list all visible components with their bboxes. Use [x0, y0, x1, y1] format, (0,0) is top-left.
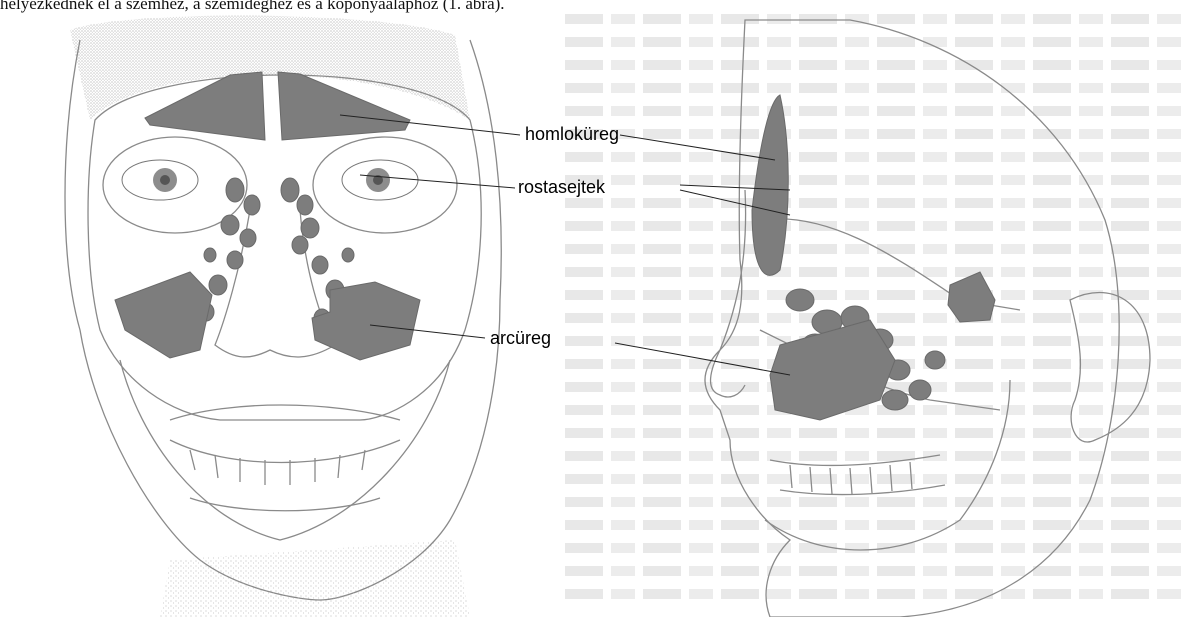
label-maxillary-sinus: arcüreg	[490, 328, 551, 348]
side-teeth	[770, 455, 945, 495]
label-ethmoid-cells: rostasejtek	[518, 177, 606, 197]
maxillary-sinus-right	[115, 272, 212, 358]
front-teeth	[170, 405, 400, 511]
frontal-sinus-side	[752, 95, 788, 275]
leader-maxillary-side	[615, 343, 790, 375]
sphenoid-sinus-side	[948, 272, 995, 322]
ear	[1070, 293, 1150, 442]
front-view-face	[65, 16, 501, 617]
maxillary-sinus-side	[770, 320, 895, 420]
label-frontal-sinus: homloküreg	[525, 124, 619, 144]
leader-frontal-side	[620, 135, 775, 160]
side-view-face	[705, 20, 1150, 617]
